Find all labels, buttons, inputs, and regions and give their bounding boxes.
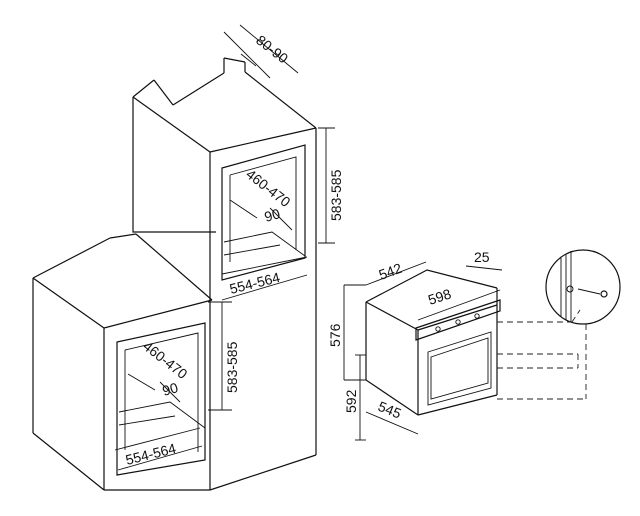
- label-oven-depth: 542: [377, 260, 405, 283]
- reference-dashes: [497, 309, 587, 400]
- label-top-gap: 80-90: [253, 32, 291, 67]
- label-lower-depth: 460-470: [140, 338, 191, 382]
- label-oven-gap: 25: [474, 249, 490, 265]
- label-lower-depth-small: 90: [160, 379, 180, 399]
- oven: [365, 269, 501, 416]
- label-lower-width: 554-564: [124, 440, 178, 468]
- lower-cabinet: [32, 233, 213, 491]
- upper-niche: [221, 144, 306, 281]
- label-upper-depth-small: 90: [262, 205, 282, 225]
- label-lower-height: 583-585: [224, 341, 240, 393]
- label-upper-depth: 460-470: [243, 166, 294, 210]
- label-oven-width: 598: [426, 285, 453, 308]
- fixing-detail: [545, 249, 621, 325]
- label-upper-width: 554-564: [228, 269, 282, 297]
- label-oven-total-height: 592: [343, 389, 359, 413]
- label-upper-height: 583-585: [328, 169, 344, 221]
- lower-niche: [116, 322, 206, 476]
- tall-cabinet: [132, 57, 317, 491]
- dimension-lines: [114, 24, 503, 471]
- label-oven-height: 576: [327, 323, 343, 347]
- dimension-labels: 80-90 583-585 460-470 90 554-564 583-585…: [124, 32, 490, 468]
